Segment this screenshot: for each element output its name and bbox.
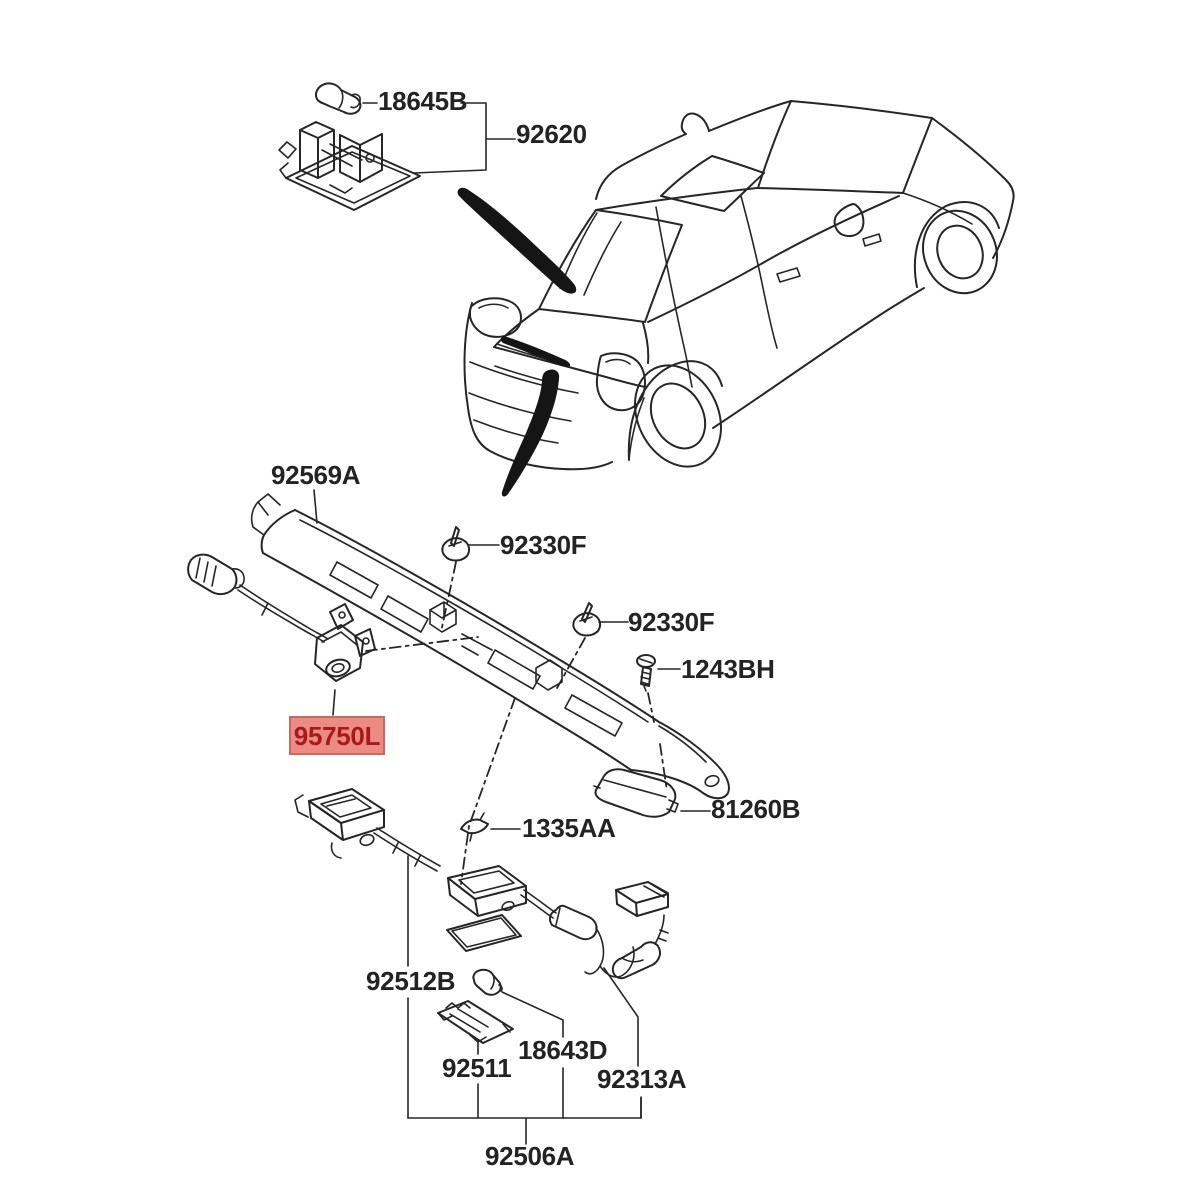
part-label-92569A: 92569A xyxy=(271,460,361,490)
part-label-92620: 92620 xyxy=(516,119,587,149)
trunk-handle-81260B xyxy=(593,768,679,818)
fin-antenna xyxy=(680,112,710,135)
part-label-92506A: 92506A xyxy=(485,1141,575,1171)
part-label-81260B: 81260B xyxy=(711,794,801,824)
part-label-1335AA: 1335AA xyxy=(522,813,616,843)
location-arrows xyxy=(457,187,577,497)
lens-92313A xyxy=(446,914,522,952)
license-lamp-harness-92512B xyxy=(294,788,669,980)
part-label-18645B: 18645B xyxy=(378,86,468,116)
clip-92330F-mid xyxy=(572,602,602,637)
front-wheel xyxy=(913,201,1000,295)
bulb-18645B xyxy=(315,82,362,115)
rear-wheel xyxy=(627,360,723,468)
part-label-92330F-1: 92330F xyxy=(500,530,587,560)
part-label-92330F-2: 92330F xyxy=(628,607,715,637)
side-mirror xyxy=(833,203,865,238)
car-illustration xyxy=(463,100,1015,471)
part-label-92313A: 92313A xyxy=(597,1064,687,1094)
trunk-garnish-92569A xyxy=(250,493,730,800)
dash-leader-lines xyxy=(365,561,668,885)
screw-1243BH xyxy=(636,654,656,692)
part-label-1243BH: 1243BH xyxy=(681,654,775,684)
decklid-garnish-marking xyxy=(500,336,571,367)
part-label-92511: 92511 xyxy=(442,1053,512,1083)
camera-harness xyxy=(187,553,329,643)
lamp-housing-92511 xyxy=(437,1000,514,1044)
upper-location-arrow xyxy=(457,187,577,294)
lower-location-arrow xyxy=(501,369,560,497)
clip-92330F-top xyxy=(441,526,471,562)
leader-lines xyxy=(313,102,711,1145)
bulb-18643D xyxy=(472,968,503,996)
clip-1335AA xyxy=(460,812,489,842)
part-label-18643D: 18643D xyxy=(518,1035,608,1065)
license-lamp-unit-92620 xyxy=(278,121,421,211)
highlighted-part-box-95750L: 95750L xyxy=(289,716,385,755)
part-label-92512B: 92512B xyxy=(366,966,456,996)
part-label-95750L: 95750L xyxy=(293,720,381,751)
